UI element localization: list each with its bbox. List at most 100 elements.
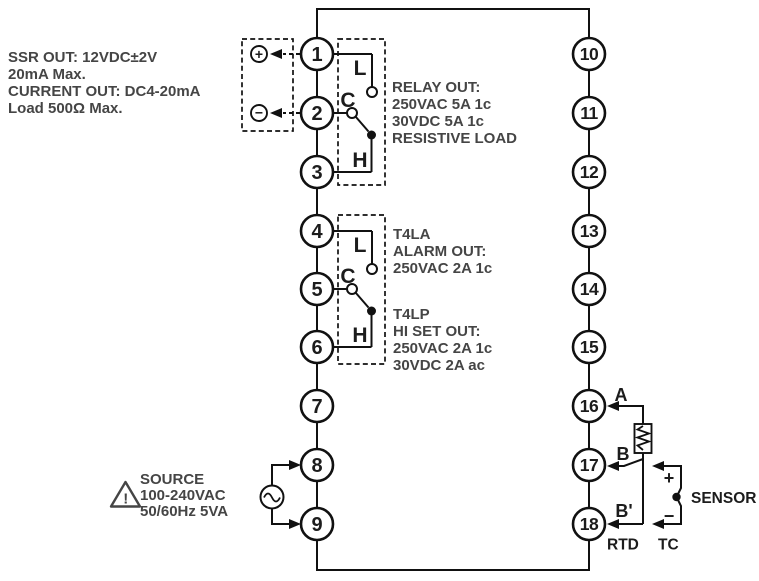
analog-note-line: Load 500Ω Max. bbox=[8, 100, 123, 117]
svg-text:10: 10 bbox=[580, 44, 599, 64]
relay-out-note: RELAY OUT: 250VAC 5A 1c 30VDC 5A 1c RESI… bbox=[392, 79, 517, 147]
terminal-3: 3 bbox=[299, 154, 335, 190]
terminal-7: 7 bbox=[299, 388, 335, 424]
svg-text:6: 6 bbox=[311, 337, 322, 359]
relay1-switch-arm bbox=[354, 115, 370, 133]
rtd-b-wire bbox=[618, 458, 644, 467]
svg-text:9: 9 bbox=[311, 514, 322, 536]
relay1-h-label: H bbox=[352, 149, 367, 172]
svg-text:14: 14 bbox=[580, 279, 599, 299]
svg-text:2: 2 bbox=[311, 103, 322, 125]
tc-label: TC bbox=[658, 537, 679, 554]
svg-text:8: 8 bbox=[311, 455, 322, 477]
rtd-bprime-label: B' bbox=[615, 501, 632, 521]
relay-note-line: RESISTIVE LOAD bbox=[392, 130, 517, 147]
sine-wave-icon bbox=[263, 492, 281, 503]
svg-text:5: 5 bbox=[311, 279, 322, 301]
rtd-bprime-arrowhead-icon bbox=[607, 519, 619, 529]
relay2-c-contact-icon bbox=[346, 283, 358, 295]
svg-text:3: 3 bbox=[311, 162, 322, 184]
power-source-group: ! SOURCE 100-240VAC 50/60Hz 5VA bbox=[109, 460, 301, 529]
warning-triangle-icon bbox=[109, 480, 142, 508]
hi-set-out-note: T4LP HI SET OUT: 250VAC 2A 1c 30VDC 2A a… bbox=[393, 306, 492, 374]
analog-output-note: SSR OUT: 12VDC±2V 20mA Max. CURRENT OUT:… bbox=[8, 49, 201, 117]
hiset-note-line: 250VAC 2A 1c bbox=[393, 340, 492, 357]
terminals-right: 10 11 12 13 14 15 16 17 18 bbox=[571, 36, 607, 542]
svg-text:15: 15 bbox=[580, 337, 599, 357]
terminal-10: 10 bbox=[571, 36, 607, 72]
svg-text:1: 1 bbox=[311, 44, 322, 66]
relay-note-line: 30VDC 5A 1c bbox=[392, 113, 484, 130]
terminal-16: 16 bbox=[571, 388, 607, 424]
rtd-b-arrowhead-icon bbox=[607, 461, 619, 471]
minus-arrowhead-icon bbox=[270, 108, 282, 118]
relay1-l-label: L bbox=[354, 57, 367, 80]
source-note-line: SOURCE bbox=[140, 471, 204, 488]
tc-plus-label: + bbox=[664, 468, 675, 488]
terminal-15: 15 bbox=[571, 329, 607, 365]
terminal-18: 18 bbox=[571, 506, 607, 542]
tc-junction-dot-icon bbox=[672, 492, 681, 502]
svg-text:18: 18 bbox=[580, 514, 599, 534]
terminal-12: 12 bbox=[571, 154, 607, 190]
source-wire-to-8 bbox=[271, 464, 289, 486]
terminal-9: 9 bbox=[299, 506, 335, 542]
terminals-left: 1 2 3 4 5 6 7 8 9 bbox=[299, 36, 335, 542]
svg-text:11: 11 bbox=[580, 103, 598, 123]
hiset-note-line: 30VDC 2A ac bbox=[393, 357, 485, 374]
svg-text:7: 7 bbox=[311, 396, 322, 418]
tc-plus-arrowhead-icon bbox=[652, 461, 664, 471]
terminal-8: 8 bbox=[299, 447, 335, 483]
terminal-6: 6 bbox=[299, 329, 335, 365]
minus-terminal-icon bbox=[250, 104, 268, 122]
relay2-l-label: L bbox=[354, 234, 367, 257]
relay2-l-contact-icon bbox=[366, 263, 378, 275]
plus-terminal-icon bbox=[250, 45, 268, 63]
relay1-l-contact-icon bbox=[366, 86, 378, 98]
tc-minus-label: − bbox=[664, 506, 675, 526]
tc-minus-arrowhead-icon bbox=[652, 519, 664, 529]
svg-text:12: 12 bbox=[580, 162, 599, 182]
svg-text:13: 13 bbox=[580, 221, 599, 241]
hiset-note-line: HI SET OUT: bbox=[393, 323, 481, 340]
terminal-1: 1 bbox=[299, 36, 335, 72]
terminal-2: 2 bbox=[299, 95, 335, 131]
rtd-label: RTD bbox=[607, 537, 639, 554]
relay1-c-label: C bbox=[340, 89, 355, 112]
rtd-resistor-zigzag-icon bbox=[634, 425, 652, 451]
analog-output-dashed-box bbox=[241, 38, 294, 132]
terminal-13: 13 bbox=[571, 213, 607, 249]
source-arrowhead-9-icon bbox=[289, 519, 301, 529]
plus-arrowhead-icon bbox=[270, 49, 282, 59]
analog-output-group: + − bbox=[241, 38, 300, 132]
relay2-contact-group: L C H bbox=[333, 214, 386, 365]
source-wire-to-9 bbox=[271, 508, 289, 525]
analog-note-line: 20mA Max. bbox=[8, 66, 86, 83]
alarm-note-line: 250VAC 2A 1c bbox=[393, 260, 492, 277]
svg-text:4: 4 bbox=[311, 221, 323, 243]
terminal-5: 5 bbox=[299, 271, 335, 307]
sensor-label: SENSOR bbox=[691, 490, 756, 507]
relay2-switch-arm bbox=[354, 291, 370, 309]
relay2-c-label: C bbox=[340, 265, 355, 288]
relay-note-line: RELAY OUT: bbox=[392, 79, 480, 96]
svg-text:16: 16 bbox=[580, 396, 599, 416]
source-note-line: 50/60Hz 5VA bbox=[140, 503, 228, 520]
relay-note-line: 250VAC 5A 1c bbox=[392, 96, 491, 113]
hiset-note-line: T4LP bbox=[393, 306, 430, 323]
rtd-b-label: B bbox=[617, 444, 630, 464]
rtd-a-label: A bbox=[615, 385, 628, 405]
alarm-out-note: T4LA ALARM OUT: 250VAC 2A 1c bbox=[393, 226, 492, 277]
tc-sensor-group: + − SENSOR RTD TC bbox=[607, 461, 756, 554]
alarm-note-line: ALARM OUT: bbox=[393, 243, 486, 260]
minus-sign: − bbox=[255, 105, 263, 121]
analog-note-line: CURRENT OUT: DC4-20mA bbox=[8, 83, 201, 100]
relay1-c-contact-icon bbox=[346, 107, 358, 119]
relay1-contact-group: L C H bbox=[333, 38, 386, 186]
terminal-11: 11 bbox=[571, 95, 607, 131]
plus-sign: + bbox=[255, 46, 263, 62]
relay2-h-label: H bbox=[352, 324, 367, 347]
analog-note-line: SSR OUT: 12VDC±2V bbox=[8, 49, 157, 66]
rtd-a-arrowhead-icon bbox=[607, 401, 619, 411]
